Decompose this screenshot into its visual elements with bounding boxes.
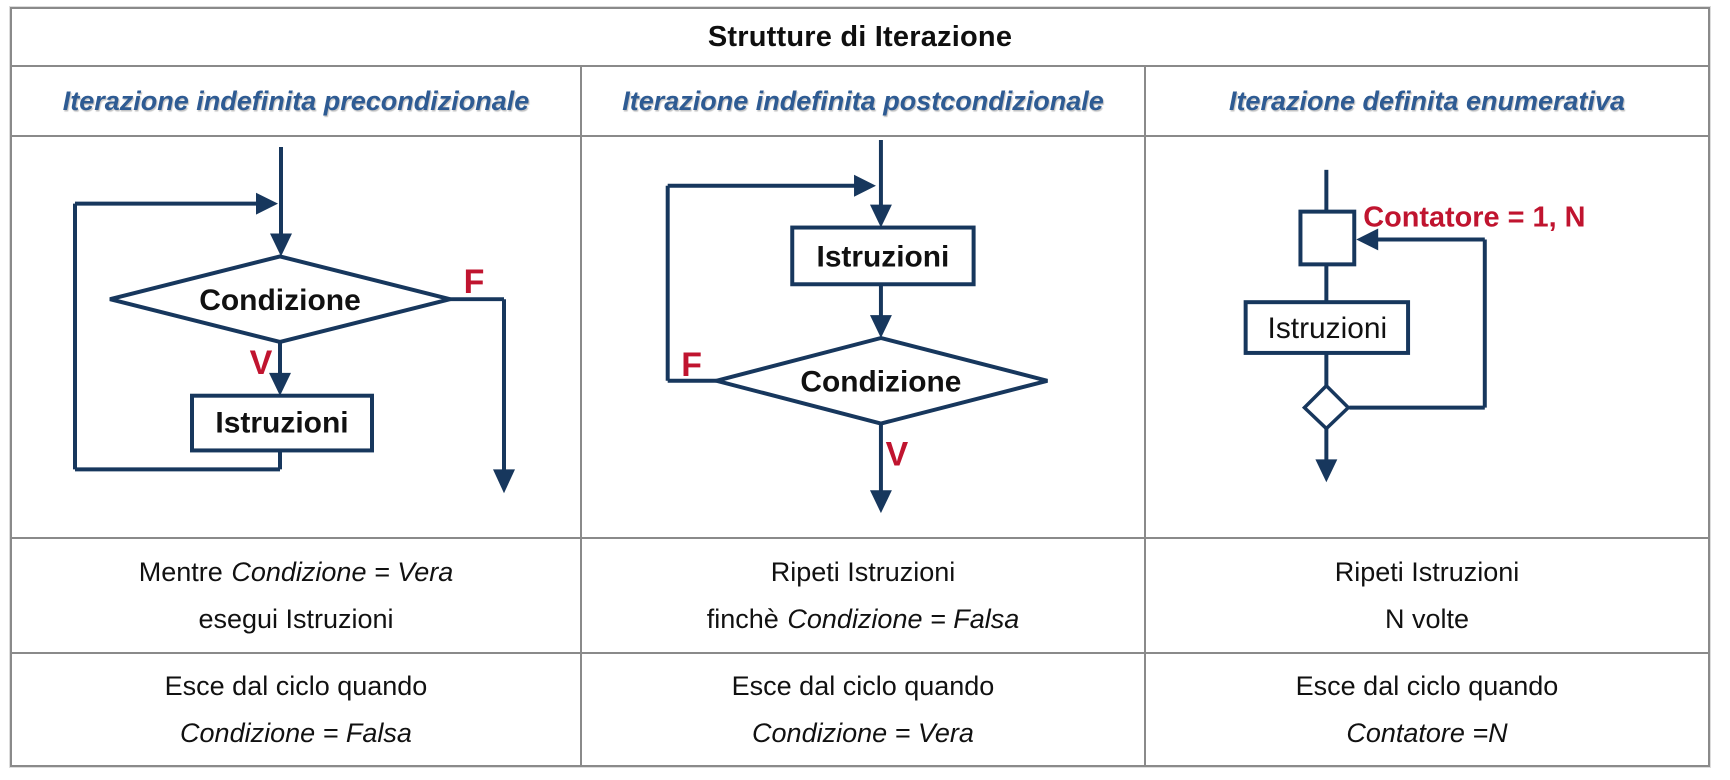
rule-text-italic: Condizione = Falsa [787,603,1020,634]
exit-text-precondizionale: Esce dal ciclo quando Condizione = Falsa [12,652,580,765]
page-title: Strutture di Iterazione [707,20,1013,53]
true-branch-label: V [250,344,273,382]
exit-line-1: Esce dal ciclo quando [165,663,428,710]
decision-label: Condizione [800,366,961,399]
arrowhead-right-icon [256,192,278,215]
rule-line-1: Ripeti Istruzioni [1335,549,1520,596]
decision-label: Condizione [199,284,361,317]
arrowhead-down-icon [869,315,892,338]
while-loop-diagram: Condizione Istruzioni F V [73,146,515,494]
exit-text-italic: Condizione = Falsa [180,717,412,748]
arrowhead-down-icon [869,490,892,514]
decision-diamond [109,254,451,345]
false-branch-label: F [681,346,702,384]
arrowhead-down-icon [270,233,292,257]
column-header-label: Iterazione definita enumerativa [1228,85,1626,116]
exit-text-italic: Condizione = Vera [752,717,974,748]
rule-line-2: N volte [1385,596,1469,643]
header-enumerativa: Iterazione definita enumerativa [1144,65,1708,135]
exit-line-2: Condizione = Falsa [180,710,412,757]
arrowhead-down-icon [1315,459,1338,483]
do-while-diagram: Istruzioni Condizione F V [665,139,1048,514]
header-postcondizionale: Iterazione indefinita postcondizionale [580,65,1144,135]
arrowhead-left-icon [1356,228,1379,251]
process-box [190,393,374,453]
exit-text-enumerativa: Esce dal ciclo quando Contatore =N [1144,652,1708,765]
exit-text-italic: Contatore =N [1346,717,1508,748]
rule-text: Ripeti Istruzioni [770,556,956,587]
exit-text-postcondizionale: Esce dal ciclo quando Condizione = Vera [580,652,1144,765]
exit-text: Esce dal ciclo quando [1295,670,1559,701]
arrowhead-down-icon [869,204,892,228]
rule-text-precondizionale: Mentre Condizione = Vera esegui Istruzion… [12,537,580,652]
iteration-structures-table: Strutture di Iterazione Iterazione indef… [10,7,1710,767]
process-label: Istruzioni [215,407,348,440]
rule-text-italic: Condizione = Vera [231,556,454,587]
flowchart-do-while-loop: Istruzioni Condizione F V [580,135,1144,537]
exit-line-2: Contatore =N [1346,710,1507,757]
rule-line-1: Ripeti Istruzioni [771,549,956,596]
rule-text-enumerativa: Ripeti Istruzioni N volte [1144,537,1708,652]
process-label: Istruzioni [817,240,950,273]
rule-line-2: finchè Condizione = Falsa [707,596,1020,643]
arrowhead-down-icon [493,469,515,494]
exit-text: Esce dal ciclo quando [731,670,995,701]
counter-label: Contatore = 1, N [1363,202,1585,234]
test-diamond [1301,383,1351,431]
exit-line-1: Esce dal ciclo quando [732,663,995,710]
exit-line-1: Esce dal ciclo quando [1296,663,1559,710]
process-label: Istruzioni [1268,312,1388,345]
exit-line-2: Condizione = Vera [752,710,974,757]
exit-text: Esce dal ciclo quando [164,670,428,701]
arrowhead-right-icon [854,174,876,197]
process-box [1243,300,1411,355]
flowchart-counted-loop: Contatore = 1, N Istruzioni [1144,135,1708,537]
rule-text: Ripeti Istruzioni [1334,556,1520,587]
false-branch-label: F [464,263,485,301]
rule-text: Mentre [138,556,223,587]
rule-text: esegui Istruzioni [198,603,394,634]
header-precondizionale: Iterazione indefinita precondizionale [12,65,580,135]
rule-line-1: Mentre Condizione = Vera [139,549,454,596]
rule-line-2: esegui Istruzioni [198,596,393,643]
process-box [790,225,976,287]
counted-loop-diagram: Contatore = 1, N Istruzioni [1243,169,1585,483]
flowchart-while-loop: Condizione Istruzioni F V [12,135,580,537]
rule-text: N volte [1384,603,1470,634]
column-header-label: Iterazione indefinita precondizionale [62,85,530,116]
arrowhead-down-icon [269,372,291,396]
rule-text-postcondizionale: Ripeti Istruzioni finchè Condizione = Fal… [580,537,1144,652]
true-branch-label: V [886,435,909,473]
counter-box [1298,209,1357,267]
column-header-label: Iterazione indefinita postcondizionale [622,85,1104,116]
rule-text: finchè [706,603,779,634]
table-title-cell: Strutture di Iterazione [12,9,1708,65]
